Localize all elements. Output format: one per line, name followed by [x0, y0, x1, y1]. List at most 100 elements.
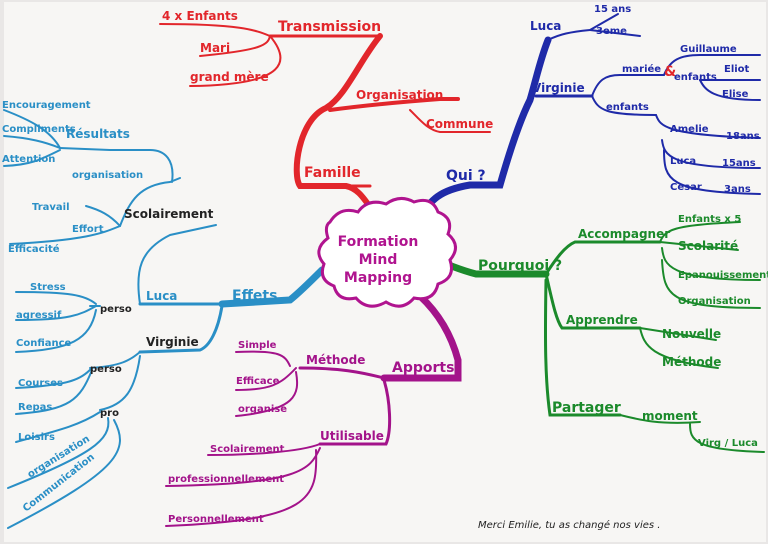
luca-classe-label: 3eme	[596, 26, 627, 37]
grandmere-label: grand mère	[190, 70, 269, 84]
nouvelle-label: Nouvelle	[662, 327, 721, 341]
mariee-label: mariée	[622, 63, 661, 75]
scolairement-label: Scolairement	[210, 444, 285, 455]
loisirs-label: Loisirs	[18, 432, 55, 443]
accompagner-branch	[544, 240, 662, 276]
center-line-1: Formation	[338, 234, 419, 250]
enfants-sub-label: enfants	[674, 72, 717, 83]
agressif-branch	[15, 305, 97, 321]
confiance-branch	[15, 309, 97, 353]
virgluca-label: Virg / Luca	[698, 438, 758, 449]
professionnellement-label: professionnellement	[168, 474, 284, 485]
travail-branch	[85, 205, 121, 227]
famille-label: Famille	[304, 165, 361, 181]
thank-you-note: Merci Emilie, tu as changé nos vies .	[478, 519, 660, 531]
stress-branch	[15, 291, 97, 305]
organise-branch	[235, 371, 299, 417]
perso2-label: perso	[90, 364, 122, 375]
utilisable-label: Utilisable	[320, 429, 384, 443]
guillaume-label: Guillaume	[680, 44, 737, 55]
scolarite-branch	[659, 241, 739, 251]
encouragement-label: Encouragement	[2, 100, 91, 111]
pro-branch	[99, 355, 141, 411]
ampersand-label: &	[664, 64, 676, 80]
personnellement-branch	[165, 449, 318, 527]
moment-branch	[619, 414, 701, 424]
apports-labels: Apports Méthode Simple Efficace organise…	[168, 340, 454, 525]
qui-label: Qui ?	[446, 168, 486, 184]
center-cloud-shape	[317, 197, 457, 308]
repas-branch	[15, 369, 93, 415]
luca-age-label: 15 ans	[594, 4, 631, 15]
simple-label: Simple	[238, 340, 277, 351]
apports-main-branch	[380, 292, 462, 382]
epanouissement-branch	[661, 247, 761, 281]
compliments-label: Compliments	[2, 124, 76, 135]
enfants-branch	[159, 23, 271, 37]
methode-branch	[639, 327, 719, 369]
efficace-branch	[235, 367, 297, 391]
guillaume-branch	[663, 54, 761, 76]
effets-main-branch	[218, 266, 326, 308]
cesar-label: Cesar	[670, 182, 702, 193]
partager-label: Partager	[552, 400, 621, 416]
scolairement-branch	[207, 443, 321, 456]
efficace-label: Efficace	[236, 376, 280, 387]
resultats-branch	[59, 147, 174, 183]
attention-branch	[3, 149, 61, 167]
branch-qui	[416, 13, 761, 222]
attention-label: Attention	[2, 154, 55, 165]
qui-main-branch	[416, 36, 552, 222]
virginie-label: Virginie	[146, 335, 199, 349]
apprendre-label: Apprendre	[566, 313, 638, 327]
organisation2-branch	[7, 417, 110, 489]
scolairement-branch	[137, 224, 217, 305]
organisation-label: Organisation	[356, 88, 443, 102]
apprendre-branch	[544, 272, 642, 330]
organisation-label: Organisation	[678, 296, 751, 307]
methode-label: Méthode	[662, 355, 721, 369]
scolarite-label: Scolarité	[678, 239, 738, 253]
methode-branch	[298, 366, 386, 380]
eliot-label: Eliot	[724, 64, 750, 75]
stress-label: Stress	[30, 282, 66, 293]
luca2-branch	[661, 139, 761, 169]
luca-label: Luca	[146, 289, 177, 303]
center-line-3: Mapping	[344, 270, 412, 286]
grandmere-branch	[189, 35, 282, 87]
scolairement-label: Scolairement	[124, 207, 214, 221]
epanouissement-label: Epanouissement	[678, 270, 768, 281]
utilisable-branch	[318, 378, 392, 446]
mariee-branch	[591, 74, 665, 97]
moment-label: moment	[642, 409, 698, 423]
repas-label: Repas	[18, 402, 52, 413]
encouragement-branch	[3, 109, 61, 149]
qui-labels: Qui ? Luca 15 ans 3eme Virginie mariée &…	[446, 4, 760, 195]
agressif-label: agressif	[16, 310, 62, 321]
apports-label: Apports	[392, 360, 454, 376]
efficacite-label: Efficacité	[8, 243, 60, 255]
methode-label: Méthode	[306, 353, 365, 367]
simple-branch	[235, 350, 291, 367]
organisation-branch	[119, 177, 181, 227]
branch-apports	[165, 292, 462, 527]
branch-effets	[3, 109, 326, 529]
efficacite-branch	[9, 225, 121, 245]
confiance-label: Confiance	[16, 338, 72, 349]
enfants5-label: Enfants x 5	[678, 214, 741, 225]
organisation-branch	[328, 97, 460, 112]
effets-label: Effets	[232, 288, 277, 304]
luca2-age-label: 15ans	[722, 158, 756, 169]
compliments-branch	[3, 135, 61, 149]
personnellement-label: Personnellement	[168, 514, 264, 525]
organisation-label: organisation	[72, 170, 143, 181]
virginie-label: Virginie	[532, 81, 585, 95]
courses-label: Courses	[18, 378, 63, 389]
organisation-branch	[661, 259, 761, 309]
famille-main-branch	[293, 33, 383, 213]
luca2-label: Luca	[670, 156, 696, 167]
enfants5-branch	[659, 221, 741, 243]
elise-label: Elise	[722, 89, 749, 100]
